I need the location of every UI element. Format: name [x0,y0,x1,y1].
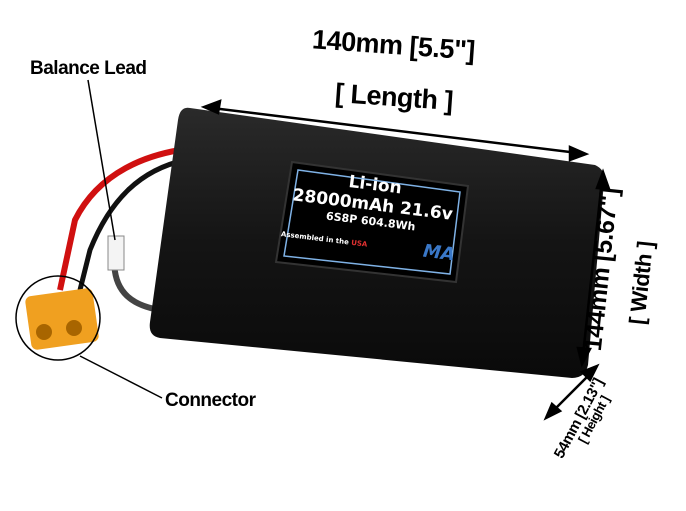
xt-connector [25,288,99,350]
red-wire [57,147,181,291]
assembled-text: Assembled in the USA [280,229,368,249]
height-arrow [551,371,593,413]
width-arrow [581,179,604,356]
brand-logo: MA [421,240,457,266]
country-text: USA [350,238,368,249]
balance-plug [107,235,125,271]
balance-lead-label: Balance Lead [30,58,147,79]
connector-label: Connector [165,390,256,411]
battery-label-panel [274,160,470,284]
connector-leader [79,355,163,399]
length-arrow [211,106,579,155]
black-wire [77,157,186,291]
connector-callout-circle [15,275,101,361]
balance-lead-leader [87,79,116,241]
